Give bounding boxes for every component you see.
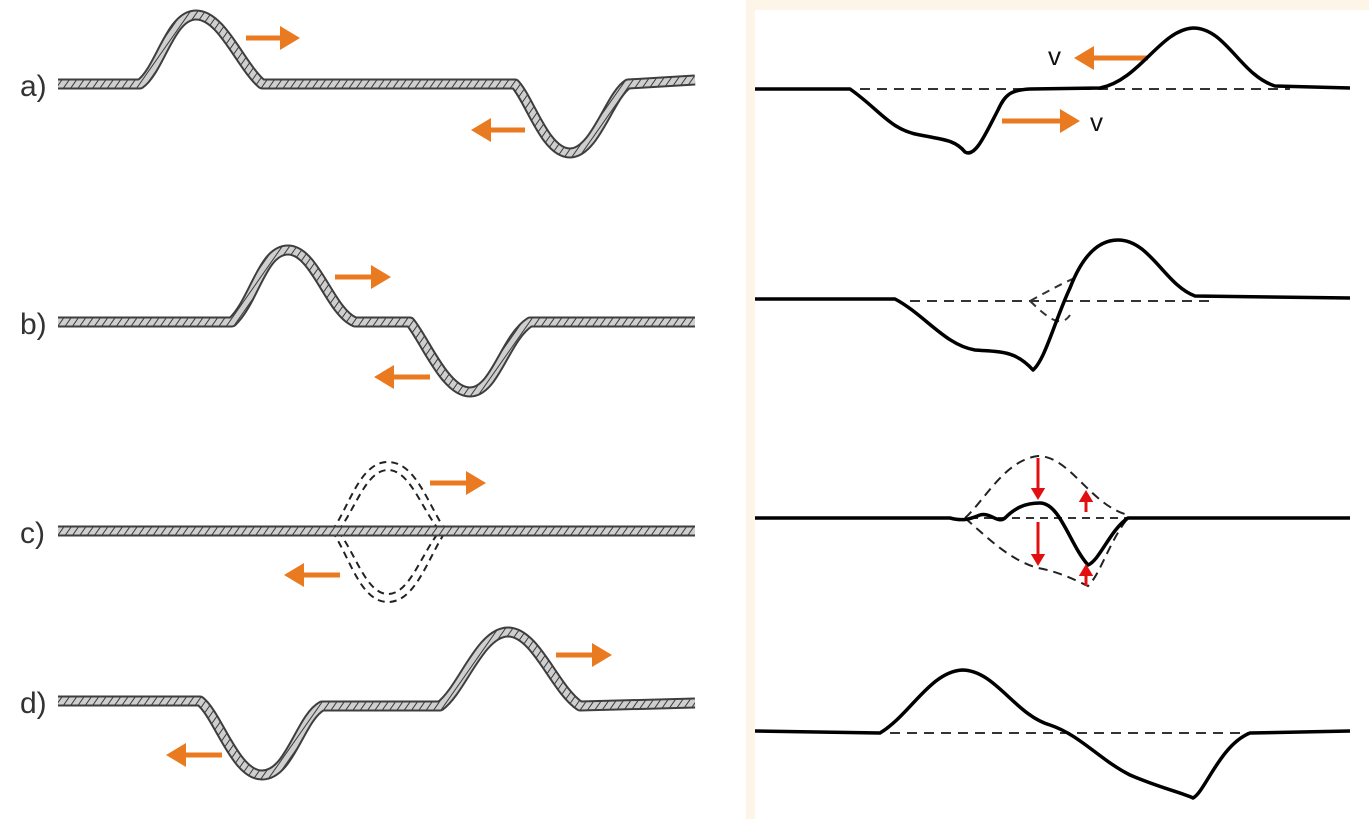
row-label-d: d) [20, 687, 47, 720]
velocity-label-left: v [1048, 41, 1061, 71]
ghost-pulse-down [331, 530, 447, 604]
velocity-arrow-right [1002, 109, 1080, 133]
string-row-d: d) [20, 626, 696, 781]
envelope-upper [964, 454, 1129, 519]
wave-row-2 [755, 238, 1351, 372]
row-label-a: a) [20, 70, 47, 103]
arrow-left-a-bottom [471, 118, 525, 142]
arrow-right-c-top [430, 471, 486, 495]
row-label-c: c) [20, 517, 45, 550]
string-row-c: c) [20, 460, 695, 604]
left-panel [0, 0, 746, 819]
envelope-lower [964, 517, 1129, 588]
wave-row-1: v v [755, 26, 1351, 155]
right-panel [755, 10, 1369, 819]
string-row-b: b) [20, 244, 695, 398]
wave-curve-3 [755, 501, 1350, 567]
velocity-arrow-left [1074, 46, 1148, 70]
row-label-b: b) [20, 308, 47, 341]
wave-row-4 [754, 668, 1351, 800]
ghost-pulse-up [331, 460, 447, 532]
wave-curve-1 [755, 26, 1351, 155]
wave-curve-2 [755, 238, 1351, 372]
force-arrow-down-lower [1030, 522, 1046, 566]
arrow-right-a-top [246, 26, 300, 50]
force-arrow-down-upper [1030, 458, 1046, 500]
wave-curve-4 [754, 668, 1351, 800]
restoring-force-arrows [1030, 458, 1094, 586]
arrow-left-c-bottom [284, 563, 340, 587]
force-arrow-up-lower [1078, 564, 1094, 586]
string-row-a: a) [20, 9, 696, 159]
direction-arrows [166, 26, 1148, 767]
velocity-label-right: v [1090, 107, 1103, 137]
wave-row-3 [755, 454, 1350, 588]
force-arrow-up-upper [1078, 490, 1094, 512]
arrow-left-b-bottom [374, 365, 430, 389]
arrow-right-d-top [556, 643, 612, 667]
arrow-right-b-top [335, 265, 391, 289]
arrow-left-d-bottom [166, 743, 222, 767]
